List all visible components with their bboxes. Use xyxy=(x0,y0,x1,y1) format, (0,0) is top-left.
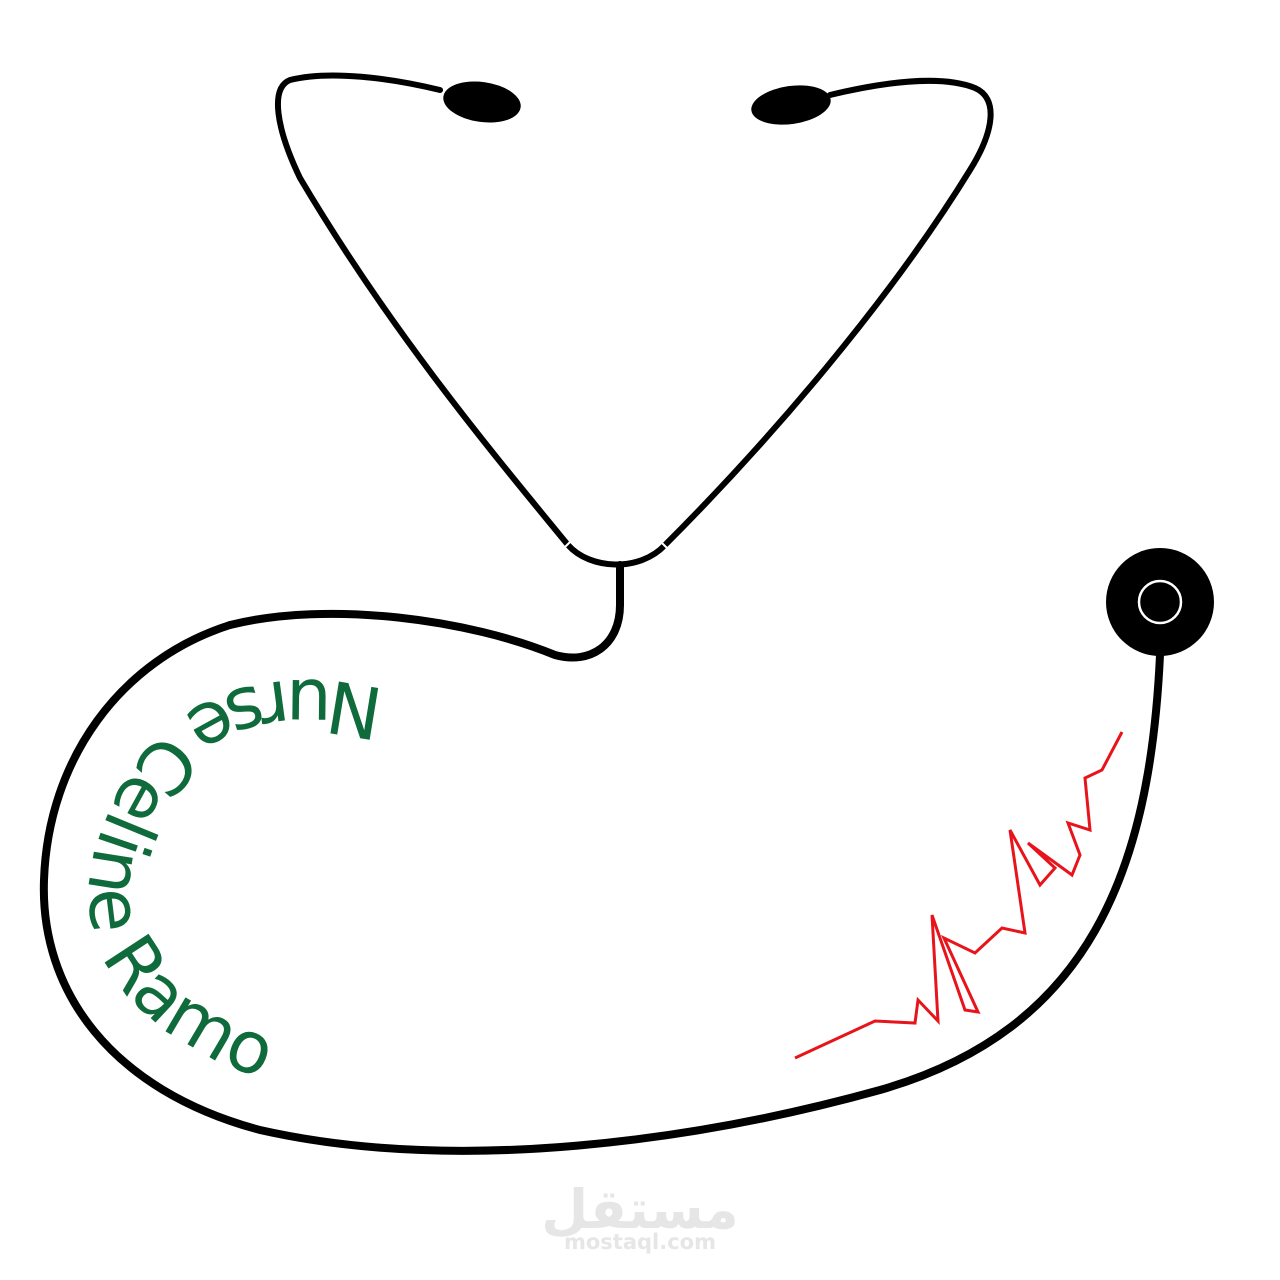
main-tube xyxy=(39,621,1164,1155)
stethoscope-icon xyxy=(39,72,1214,1155)
chest-piece xyxy=(1106,548,1214,656)
chest-piece-ring xyxy=(1137,579,1183,625)
logo-text-path: Nurse Celine Ramo xyxy=(71,663,388,1095)
stem-tube xyxy=(226,561,624,662)
ear-tip-right xyxy=(751,85,831,125)
watermark-latin: mostaql.com xyxy=(564,1230,716,1254)
heartbeat-line-icon xyxy=(794,731,1124,1060)
watermark-arabic: مستقل xyxy=(541,1178,739,1241)
tube-joint xyxy=(563,539,573,549)
binaural-tube xyxy=(275,72,994,568)
tube-joint xyxy=(659,540,669,550)
ear-tip-left xyxy=(443,81,521,123)
logo-text: Nurse Celine Ramo xyxy=(71,663,388,1095)
